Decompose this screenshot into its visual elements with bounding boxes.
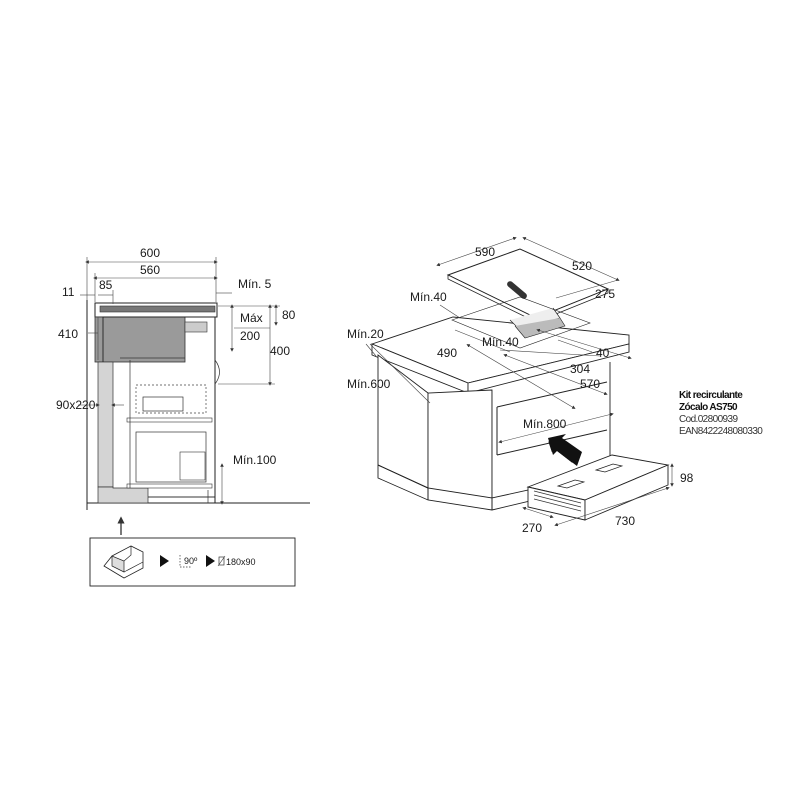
dim-min-600: Mín.600 bbox=[347, 377, 391, 391]
dim-80: 80 bbox=[282, 308, 296, 322]
dim-min-800: Mín.800 bbox=[523, 417, 567, 431]
hob-body bbox=[94, 316, 186, 363]
dim-min-40-a: Mín.40 bbox=[410, 290, 447, 304]
duct-elbow-3d-icon bbox=[103, 545, 144, 579]
countertop-cutout bbox=[451, 296, 591, 349]
kit-title: Kit recirculante bbox=[679, 390, 743, 401]
pot bbox=[142, 396, 184, 412]
dim-600: 600 bbox=[140, 246, 160, 260]
duct-180x90-label: 180x90 bbox=[226, 557, 256, 567]
dim-min-5: Mín. 5 bbox=[238, 277, 272, 291]
dim-520: 520 bbox=[572, 259, 592, 273]
kit-dim-270: 270 bbox=[522, 521, 542, 535]
dim-85: 85 bbox=[99, 278, 113, 292]
dim-duct-90x220: 90x220 bbox=[56, 398, 96, 412]
dim-490: 490 bbox=[437, 346, 457, 360]
play-arrow-icon bbox=[160, 555, 169, 567]
dim-410: 410 bbox=[58, 327, 78, 341]
kit-dim-730: 730 bbox=[615, 514, 635, 528]
vent-slot bbox=[507, 281, 527, 299]
vertical-duct bbox=[97, 361, 114, 488]
dim-min-40-b: Mín.40 bbox=[482, 335, 519, 349]
side-section-view: 600 560 11 85 Mín. 5 80 Máx 200 410 400 … bbox=[56, 246, 310, 587]
insert-arrow-icon bbox=[548, 434, 582, 466]
kit-ean: EAN8422248080330 bbox=[679, 426, 763, 437]
dim-min-100: Mín.100 bbox=[233, 453, 277, 467]
handle bbox=[214, 359, 220, 385]
bend-90-icon bbox=[179, 555, 192, 568]
kit-model: Zócalo AS750 bbox=[679, 402, 738, 413]
bend-90-label: 90º bbox=[184, 556, 198, 566]
plinth-kit-drawing: 98 270 730 bbox=[522, 454, 694, 535]
isometric-view: 590 520 Mín.40 275 Mín.20 490 Mín.40 40 … bbox=[347, 236, 632, 511]
hob-connector bbox=[184, 321, 208, 333]
kit-dim-98: 98 bbox=[680, 471, 694, 485]
hob-unit bbox=[99, 305, 216, 313]
dim-200: 200 bbox=[240, 329, 260, 343]
dim-560: 560 bbox=[140, 263, 160, 277]
kit-info: Kit recirculante Zócalo AS750 Cod.028009… bbox=[679, 390, 789, 438]
dim-570: 570 bbox=[580, 377, 600, 391]
dim-min-20: Mín.20 bbox=[347, 327, 384, 341]
dim-275: 275 bbox=[595, 287, 615, 301]
duct-section-icon bbox=[217, 555, 226, 567]
dim-304: 304 bbox=[570, 362, 590, 376]
dim-max: Máx bbox=[240, 311, 263, 325]
upper-drawer bbox=[135, 384, 207, 414]
dim-590: 590 bbox=[475, 245, 495, 259]
kit-code: Cod.02800939 bbox=[679, 414, 738, 425]
dim-11: 11 bbox=[62, 285, 75, 299]
duct-elbow bbox=[97, 486, 149, 504]
cabinet-front-left bbox=[427, 389, 493, 499]
play-arrow-icon bbox=[206, 555, 215, 567]
dim-400: 400 bbox=[270, 344, 290, 358]
dim-40: 40 bbox=[596, 346, 610, 360]
